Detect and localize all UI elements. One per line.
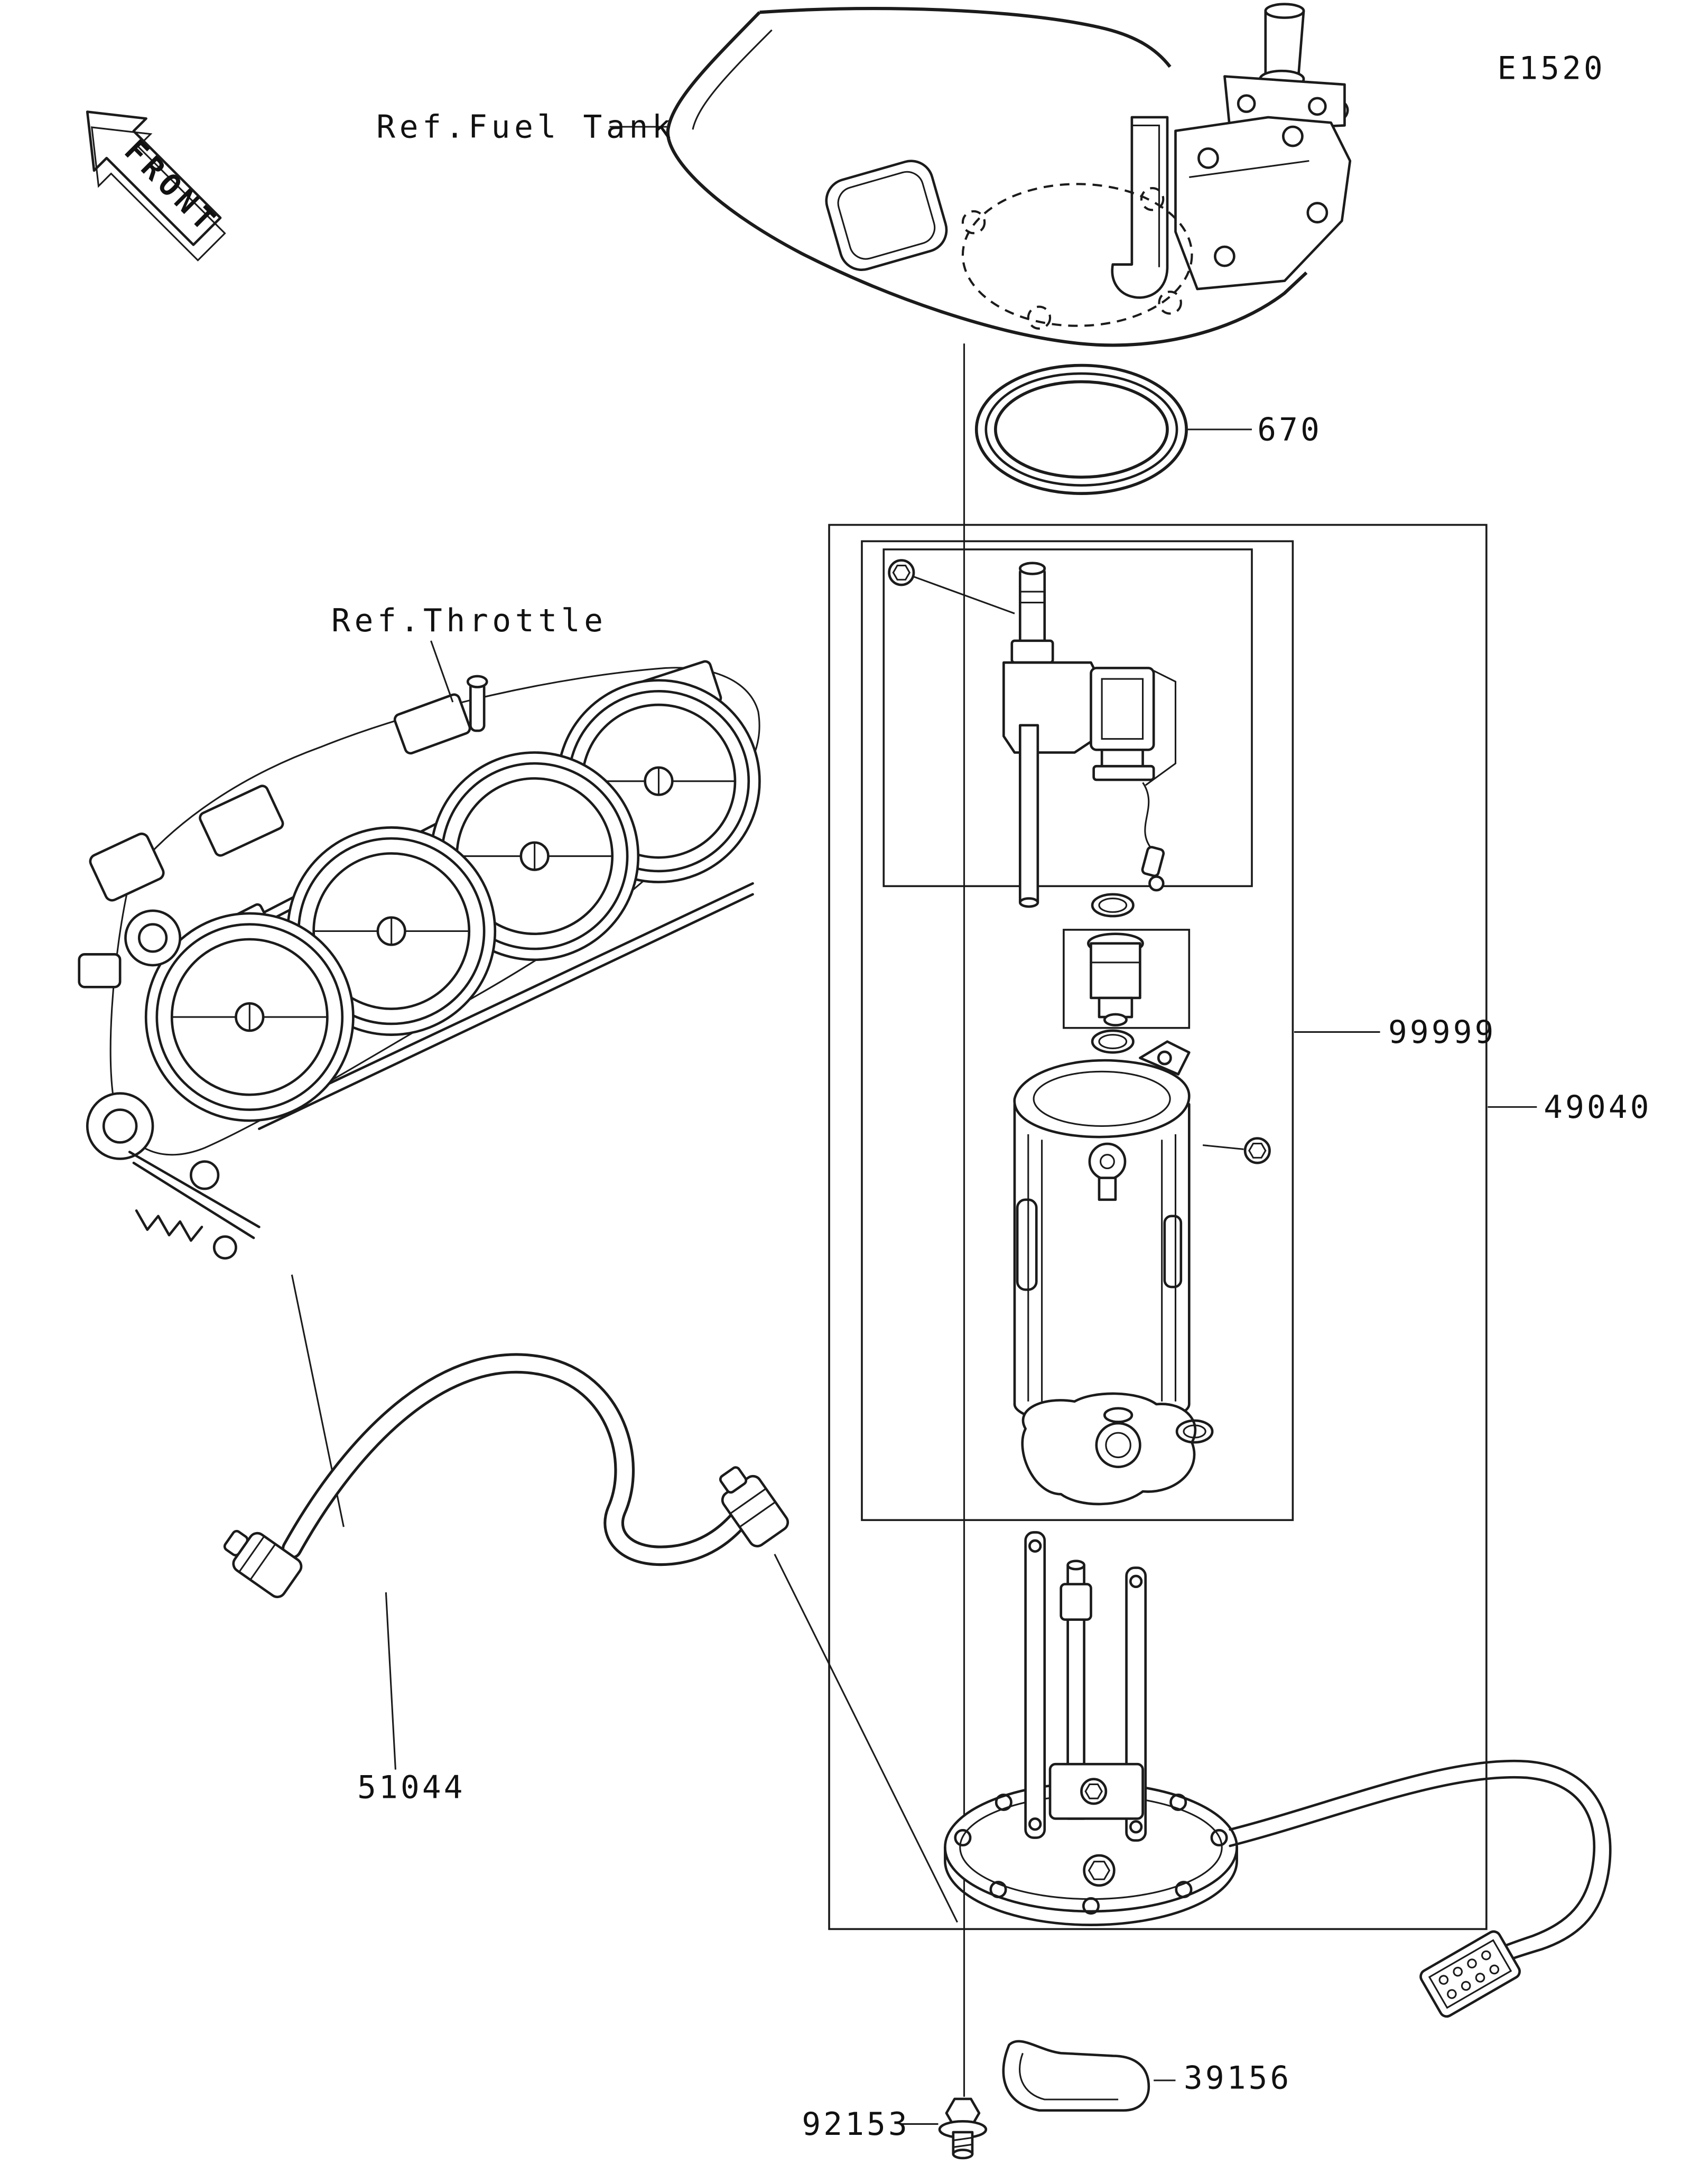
part-number-fuel-pump[interactable]: 49040 xyxy=(1544,1089,1651,1125)
pressure-regulator-drawing xyxy=(1063,893,1191,1054)
part-number-gasket[interactable]: 670 xyxy=(1257,412,1322,448)
pump-housing-drawing xyxy=(1013,1040,1271,1427)
part-number-pump-service-assembly[interactable]: 99999 xyxy=(1388,1014,1496,1050)
oring-670-drawing xyxy=(974,363,1252,495)
fuel-hose-drawing xyxy=(223,1353,958,1923)
callout-box-pump-top xyxy=(882,548,1253,888)
fuel-tank-drawing xyxy=(609,3,1352,347)
bolt-drawing xyxy=(900,2097,988,2160)
pump-bottom-cap-drawing xyxy=(1021,1392,1214,1506)
throttle-leader-line xyxy=(430,640,454,703)
front-arrow-icon: FRONT xyxy=(86,110,226,262)
hose-leader-line xyxy=(385,1592,396,1770)
callout-boxes xyxy=(828,343,1537,2097)
harness-connector xyxy=(1419,1930,1521,2018)
fuel-level-sender-drawing xyxy=(1024,1531,1147,1842)
part-number-bolt[interactable]: 92153 xyxy=(802,2106,909,2142)
throttle-body-drawing xyxy=(78,640,761,1527)
page-code-label: E1520 xyxy=(1497,50,1605,87)
callout-box-99999 xyxy=(861,540,1294,1522)
front-label: FRONT xyxy=(117,133,225,241)
ref-throttle-label: Ref.Throttle xyxy=(331,602,607,639)
wiring-harness-drawing xyxy=(1229,1759,1612,2018)
part-number-damper[interactable]: 39156 xyxy=(1184,2059,1292,2096)
hose-right-connector xyxy=(719,1466,789,1547)
part-number-fuel-hose[interactable]: 51044 xyxy=(357,1769,465,1806)
callout-box-49040 xyxy=(828,524,1488,1930)
hose-left-connector xyxy=(223,1529,303,1599)
damper-drawing xyxy=(1002,2040,1176,2112)
pump-base-plate-drawing xyxy=(944,1777,1238,1926)
ref-fuel-tank-label: Ref.Fuel Tank xyxy=(376,109,675,145)
hose-to-pump-line xyxy=(774,1554,958,1923)
pump-top-unit-drawing xyxy=(888,559,1177,908)
